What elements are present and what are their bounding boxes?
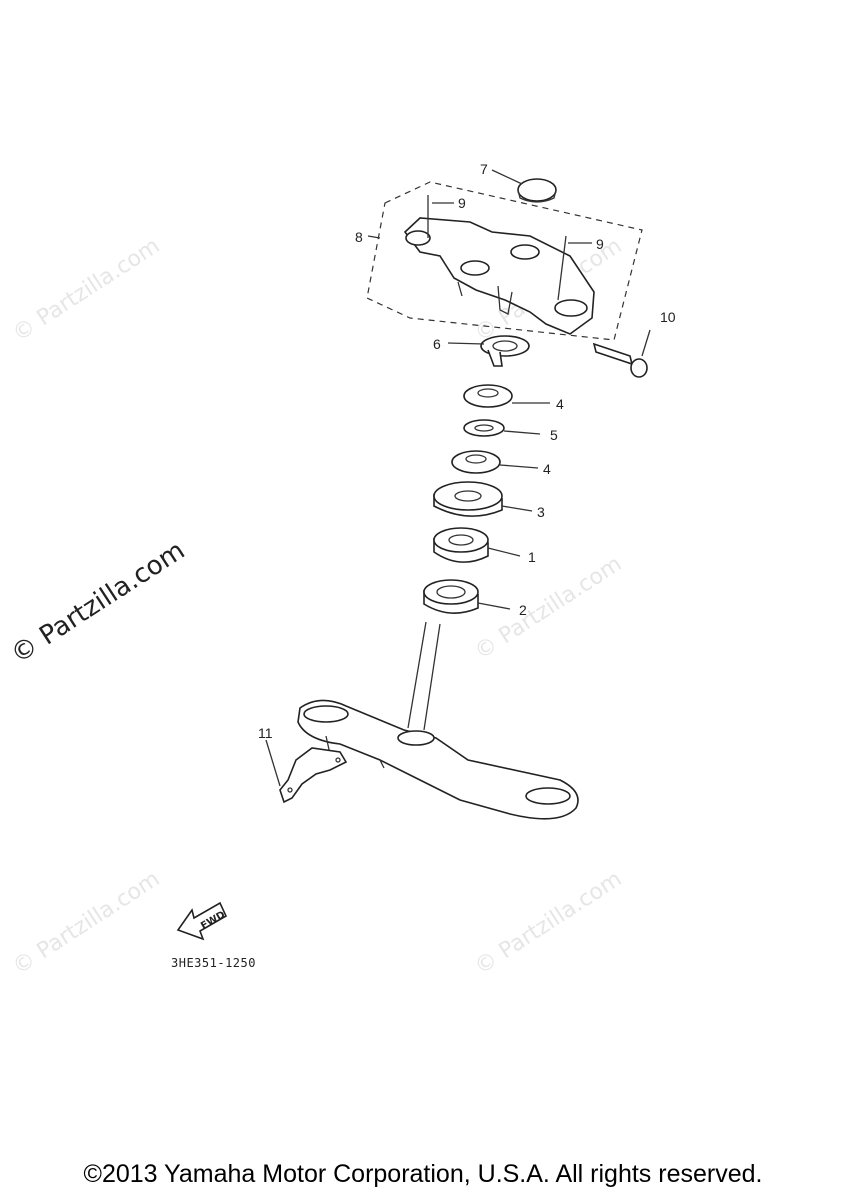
part-10-bolt [592,342,648,378]
callout-9a: 9 [458,195,466,211]
part-4-ring-nut-lower [451,450,501,474]
part-9-pin [427,195,567,301]
callout-4-upper: 4 [556,396,564,412]
assembly-outline [366,181,643,341]
callout-7: 7 [480,161,488,177]
part-7-cap-nut [517,178,557,203]
callout-8: 8 [355,229,363,245]
part-1-bearing [433,527,489,563]
copyright-notice: ©2013 Yamaha Motor Corporation, U.S.A. A… [83,1160,763,1188]
part-11-bracket [279,747,348,804]
part-6-lock-washer [480,335,530,367]
under-bracket-stem [297,621,579,820]
callout-3: 3 [537,504,545,520]
fwd-arrow-icon: FWD [176,901,227,941]
callout-1: 1 [528,549,536,565]
callout-4-lower: 4 [543,461,551,477]
callout-6: 6 [433,336,441,352]
part-2-bearing [423,579,479,614]
callout-11: 11 [258,725,273,741]
part-8-upper-bracket [403,217,595,335]
callout-2: 2 [519,602,527,618]
part-3-cover [433,481,503,517]
leader-lines [265,169,651,787]
part-4-ring-nut-upper [463,384,513,408]
callout-5: 5 [550,427,558,443]
callout-9b: 9 [596,236,604,252]
callout-10: 10 [660,309,676,325]
part-5-washer [463,419,505,437]
figure-code: 3HE351-1250 [171,956,256,970]
